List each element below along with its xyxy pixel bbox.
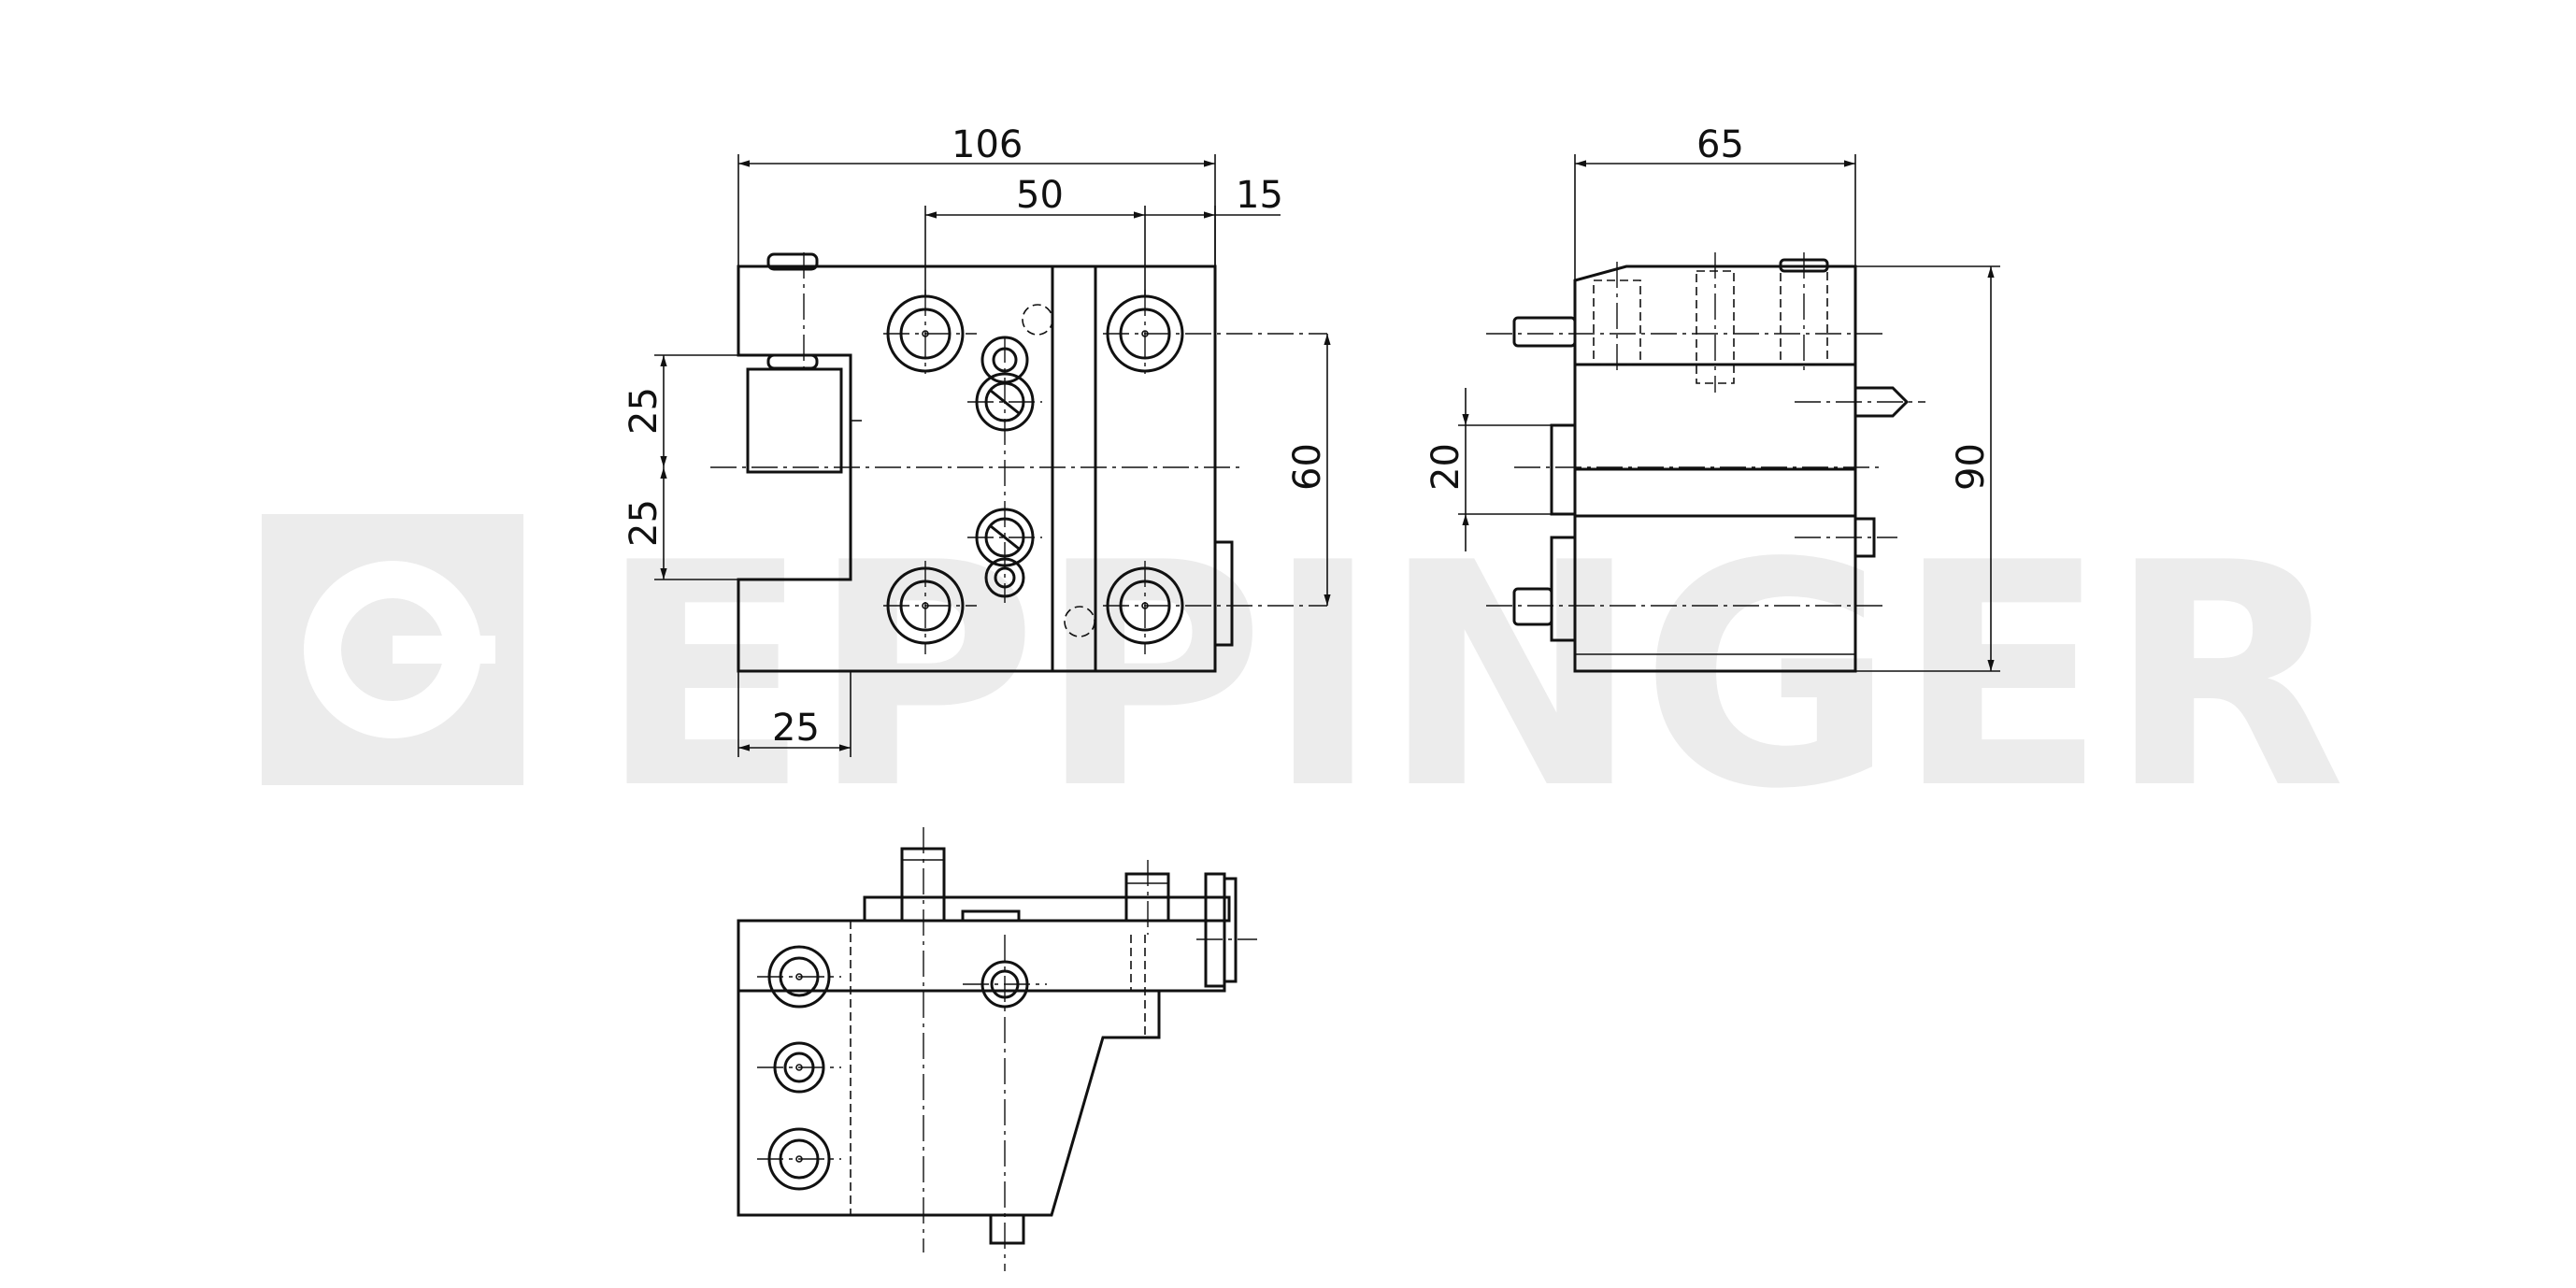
side-dimensions: 65 90 20 [1424, 123, 2000, 672]
dim-65: 65 [1696, 123, 1744, 166]
dim-15: 15 [1236, 174, 1283, 217]
front-dimensions: 106 50 15 25 25 25 60 [623, 123, 1331, 757]
dim-106: 106 [952, 123, 1023, 166]
dim-50: 50 [1016, 174, 1064, 217]
dim-60: 60 [1286, 443, 1329, 491]
dim-25-bottom: 25 [772, 707, 820, 750]
watermark-text: EPPINGER [598, 497, 2346, 856]
top-view [737, 827, 1257, 1271]
watermark: EPPINGER [262, 497, 2346, 856]
dim-90: 90 [1950, 443, 1993, 491]
dim-25-lower: 25 [623, 499, 665, 547]
dim-20: 20 [1424, 443, 1467, 491]
dim-25-upper: 25 [623, 387, 665, 435]
